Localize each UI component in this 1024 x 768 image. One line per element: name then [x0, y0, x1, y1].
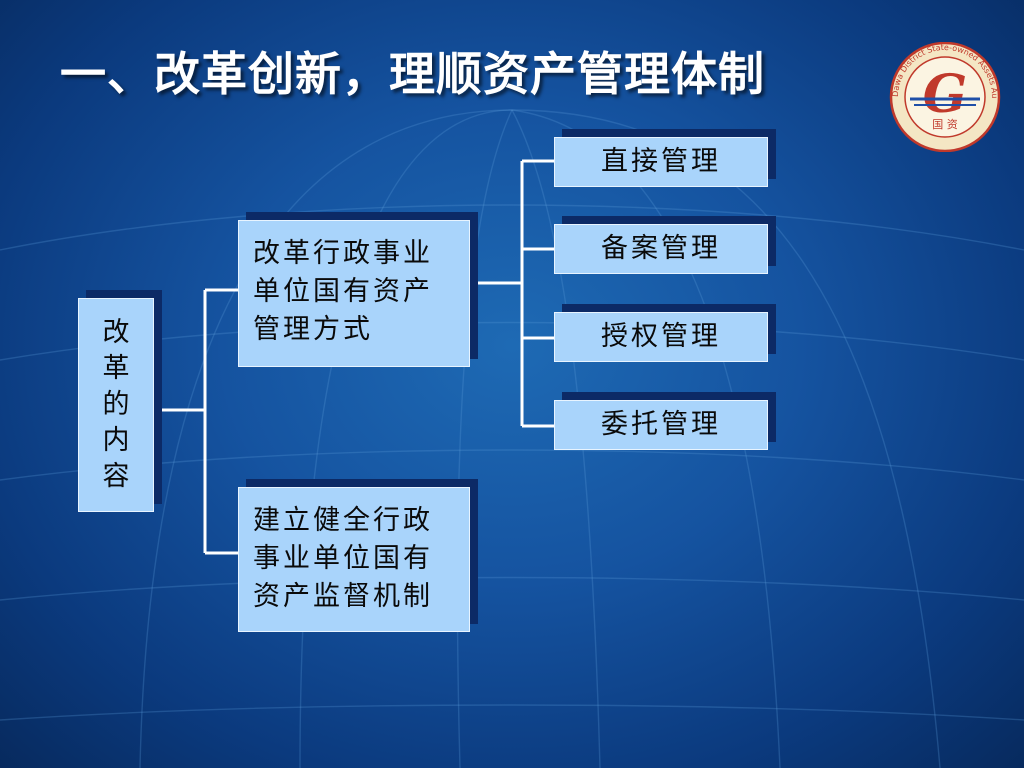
branch-node-management-method: 改革行政事业单位国有资产管理方式 [238, 220, 470, 367]
leaf-node-authorized-management: 授权管理 [554, 312, 768, 362]
leaf-node-label: 备案管理 [601, 233, 721, 264]
branch-node-label: 建立健全行政事业单位国有资产监督机制 [253, 505, 433, 612]
leaf-node-direct-management: 直接管理 [554, 137, 768, 187]
svg-text:国 资: 国 资 [932, 118, 958, 131]
authority-seal-logo: Dawa District State-owned Assets Authori… [880, 42, 1001, 152]
root-node-label: 改革的内容 [102, 317, 130, 492]
branch-node-label: 改革行政事业单位国有资产管理方式 [253, 238, 433, 345]
leaf-node-filing-management: 备案管理 [554, 224, 768, 274]
svg-text:G: G [923, 64, 967, 125]
leaf-node-label: 委托管理 [601, 409, 721, 440]
branch-node-supervision-mechanism: 建立健全行政事业单位国有资产监督机制 [238, 487, 470, 632]
slide-title: 一、改革创新，理顺资产管理体制 [60, 47, 765, 101]
root-node-reform-content: 改革的内容 [78, 298, 154, 512]
leaf-node-entrusted-management: 委托管理 [554, 400, 768, 450]
leaf-node-label: 直接管理 [601, 146, 721, 177]
leaf-node-label: 授权管理 [601, 321, 721, 352]
